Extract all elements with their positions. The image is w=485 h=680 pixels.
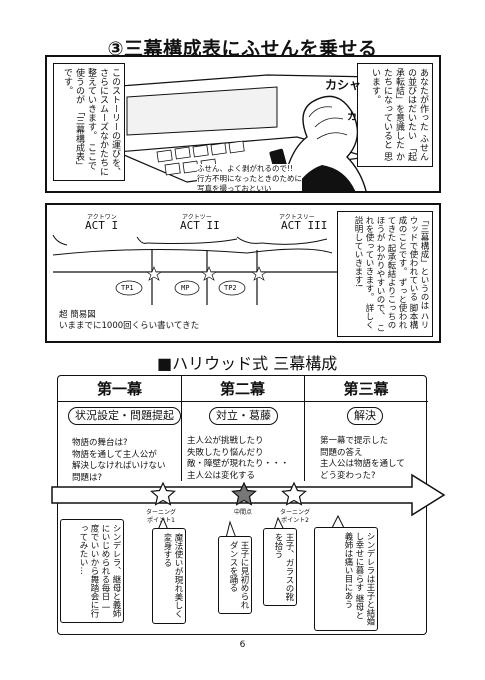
act1-label-pill: 状況設定・問題提起 <box>68 407 181 425</box>
act3-label: ACT III <box>281 219 328 232</box>
story-note-1: シンデレラ、継母と義姉にいじめられる毎日 一度でいいから舞踏会に行ってみたい… <box>60 519 124 623</box>
sound-effect-shutter: カシャ <box>325 78 362 92</box>
turning-point-2-star <box>281 481 307 506</box>
act2-furigana: アクトツー <box>182 214 212 221</box>
narration-box-left: このストーリーの運びを、 さらにスムーズなかたちに 整えていきます。 ここで使う… <box>53 63 125 181</box>
photo-tip-caption: ふせん、よく剥がれるので!! 行方不明になったときのために 写真を撮っておといい <box>197 164 302 193</box>
act-structure-sketch <box>52 234 337 305</box>
turning-point-1-star <box>150 481 176 506</box>
column-divider <box>304 376 305 481</box>
act2-label-pill: 対立・葛藤 <box>209 407 278 425</box>
bubble-pointers <box>157 514 345 539</box>
act2-description: 主人公が挑戦したり 失敗したり悩んだり 敵・障壁が現れたり・・・ 主人公は変化す… <box>187 436 290 481</box>
midpoint-label: 中間点 <box>234 509 253 516</box>
midpoint-star <box>231 481 257 506</box>
story-note-5: シンデレラは王子と結婚し幸せに暮らす 継母と義姉は痛い目にあう <box>314 527 378 631</box>
timeline-arrow <box>51 473 446 517</box>
illustration-desk-phone <box>106 74 378 191</box>
column-divider <box>181 376 182 481</box>
act1-label: ACT I <box>85 219 119 232</box>
sketch-caption: 超 簡易図 いままでに1000回くらい書いてきた <box>59 310 200 331</box>
page-number: 6 <box>239 640 246 650</box>
act1-description: 物語の舞台は? 物語を通して主人公が 解決しなければいけない 問題は? <box>72 438 166 483</box>
explanation-box: 「三幕構成」というのは ハリウッドで使われている 脚本構成のことです。 ずっと使… <box>337 211 433 337</box>
story-note-3: 王子に見初められダンスを踊る <box>218 536 252 614</box>
manga-panel-2: アクトワン アクトツー アクトスリー ACT I ACT II ACT III … <box>45 203 441 343</box>
act3-furigana: アクトスリー <box>279 214 315 221</box>
manga-panel-1: あなたが作った ふせんの並びはだいたい 「起承転結」を意識した かたちになってい… <box>45 55 441 193</box>
narration-box-right: あなたが作った ふせんの並びはだいたい 「起承転結」を意識した かたちになってい… <box>357 63 433 167</box>
act1-furigana: アクトワン <box>87 214 117 221</box>
act3-heading: 第三幕 <box>304 376 428 402</box>
marker-tp1: TP1 <box>121 284 134 292</box>
page-title: ③三幕構成表にふせんを乗せる <box>107 38 378 60</box>
section-heading: ■ハリウッド式 三幕構成 <box>157 354 338 373</box>
sound-effect-shutter-small: カ <box>347 112 357 123</box>
act1-heading: 第一幕 <box>58 376 181 402</box>
marker-tp2: TP2 <box>224 284 237 292</box>
story-note-2: 魔法使いが現れ美しく変身する <box>152 528 186 624</box>
turning-point-2-label: ターニング ポイント2 <box>280 509 311 524</box>
marker-mp: MP <box>181 284 190 292</box>
act3-label-pill: 解決 <box>347 407 383 425</box>
story-note-4: 王子、ガラスの靴を拾う <box>263 528 297 606</box>
turning-point-1-label: ターニング ポイント1 <box>146 509 177 524</box>
act3-description: 第一幕で提示した 問題の答え 主人公は物語を通して どう変わった? <box>320 436 405 481</box>
act2-heading: 第二幕 <box>181 376 304 402</box>
act2-label: ACT II <box>180 219 220 232</box>
three-act-chart: 第一幕 第二幕 第三幕 状況設定・問題提起 対立・葛藤 解決 物語の舞台は? 物… <box>51 375 446 635</box>
